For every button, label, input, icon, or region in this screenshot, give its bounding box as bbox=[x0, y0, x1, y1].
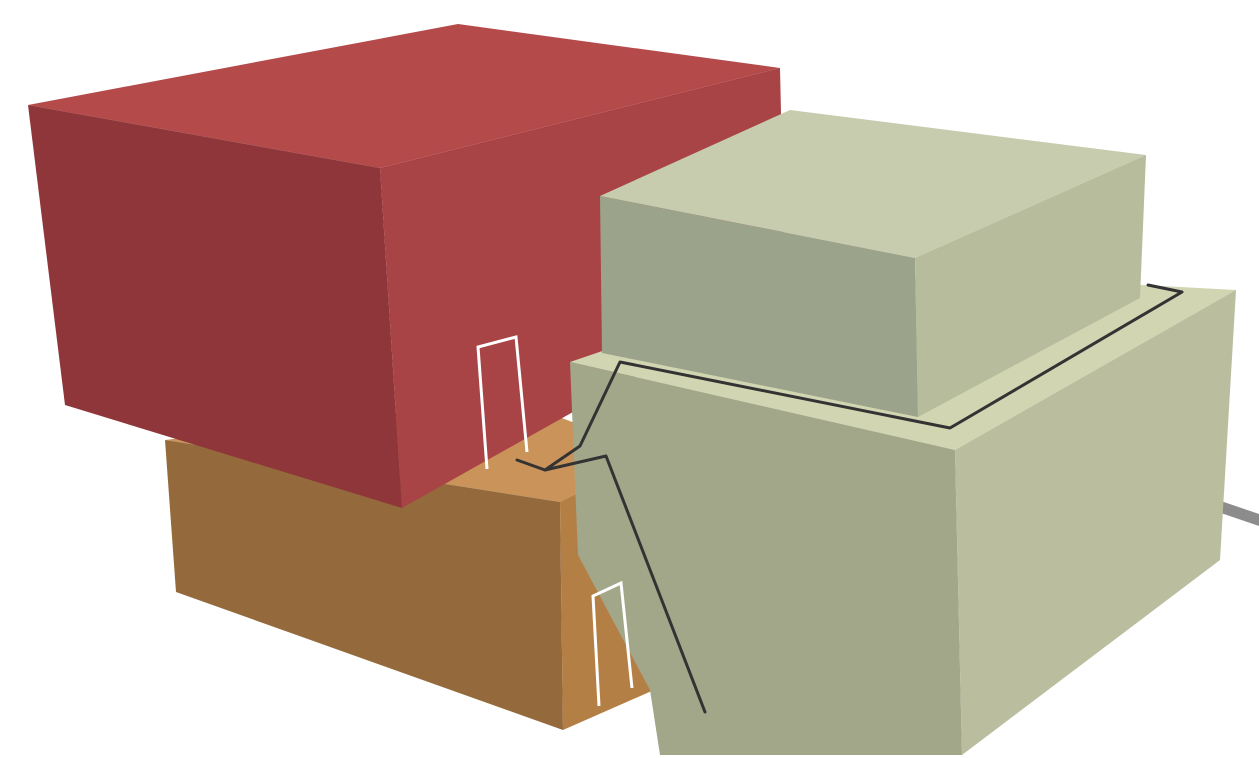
brown-block-left-face bbox=[165, 440, 563, 730]
green-upper-top bbox=[600, 110, 1146, 258]
red-block-left-face bbox=[28, 105, 402, 508]
red-block-top bbox=[28, 24, 780, 168]
door-outline-upper bbox=[476, 335, 529, 470]
green-upper-left-face bbox=[600, 196, 918, 417]
green-lower-right-face bbox=[955, 290, 1236, 755]
green-lower-left-face bbox=[570, 362, 962, 755]
connector-bar bbox=[1218, 500, 1259, 526]
circulation-path-line bbox=[543, 283, 1184, 714]
green-upper-block bbox=[600, 110, 1146, 417]
circulation-path-spur bbox=[515, 458, 547, 472]
door-outline-lower bbox=[591, 580, 634, 707]
green-upper-right-face bbox=[915, 155, 1146, 417]
